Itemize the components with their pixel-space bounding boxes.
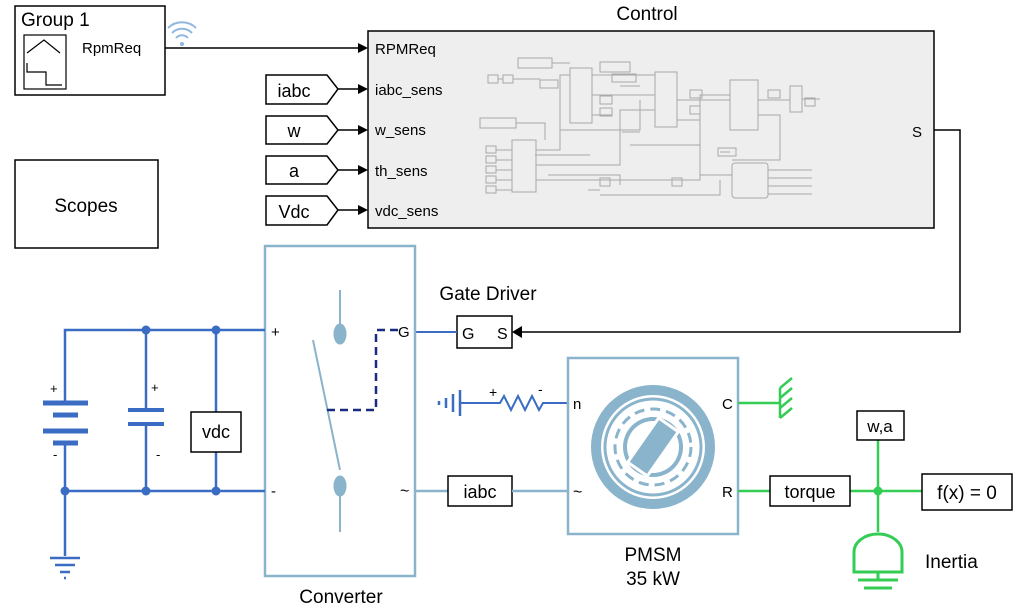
from-tag-vdc-label: Vdc [278,202,309,222]
group1-block[interactable]: Group 1 RpmReq [14,5,166,96]
dc-bus-junctions [60,325,221,496]
inertia-label: Inertia [925,552,978,573]
a-arrow [358,165,368,175]
capacitor-plus: + [151,380,159,395]
dc-bus-wiring [63,328,265,556]
group1-port-label: RpmReq [82,40,141,57]
rpmreq-arrow [358,43,368,53]
from-tag-iabc-label: iabc [277,81,310,101]
scopes-label: Scopes [54,196,117,217]
group1-title: Group 1 [21,10,90,31]
pmsm-port-c: C [722,396,733,413]
resistor-plus: + [489,384,497,400]
switch-icon [312,290,347,532]
control-subsystem-preview [479,57,820,199]
vdc-arrow [358,205,368,215]
converter-gate-label: G [398,324,410,341]
control-title: Control [616,4,677,25]
scopes-block[interactable]: Scopes [14,159,159,249]
dc-source-minus: - [53,447,57,462]
converter-minus: - [271,483,276,500]
dc-source-plus: + [50,381,58,396]
torque-sensor-label: torque [784,482,835,502]
mechanical-wiring [738,440,922,532]
from-tag-iabc[interactable]: iabc [265,74,339,105]
converter-title: Converter [299,587,383,608]
electrical-ground-icon [50,556,80,580]
pmsm-title-line2: 35 kW [626,569,680,590]
solver-configuration-block[interactable]: f(x) = 0 [921,473,1013,511]
vdc-voltage-sensor[interactable]: vdc [190,411,242,453]
converter-block[interactable]: + - G ~ [263,244,417,578]
control-input-rpmreq: RPMReq [375,41,436,58]
s-feedback-arrow [512,326,522,338]
vdc-sensor-label: vdc [202,422,230,442]
resistor-minus: - [538,381,543,397]
motor-icon [591,385,715,509]
mechanical-junction [873,486,883,496]
converter-tilde-label: ~ [400,483,409,500]
gate-driver-title: Gate Driver [439,284,537,305]
control-output-s: S [912,124,922,141]
pmsm-port-tilde: ~ [573,484,582,501]
dc-voltage-source[interactable]: + - [43,381,88,462]
gate-driver-block[interactable]: G S [456,315,513,349]
control-input-w-sens: w_sens [374,122,426,139]
gate-driver-s: S [497,326,508,343]
w-arrow [358,125,368,135]
inertia-block[interactable] [852,532,904,590]
from-tag-w-label: w [287,121,302,141]
pmsm-title-line1: PMSM [625,545,682,566]
wa-sensor-label: w,a [866,417,893,436]
iabc-sensor-label: iabc [463,482,496,502]
from-tag-a-label: a [289,161,300,181]
s-feedback-line [522,129,961,333]
mechanical-reference-icon [738,377,793,419]
capacitor-minus: - [156,447,160,462]
control-input-th-sens: th_sens [375,163,428,180]
iabc-arrow [358,84,368,94]
pmsm-port-r: R [722,484,733,501]
control-input-iabc-sens: iabc_sens [375,82,443,99]
solver-label: f(x) = 0 [937,483,997,504]
signal-builder-icon [23,34,67,90]
from-tag-vdc[interactable]: Vdc [265,195,339,226]
from-tag-a[interactable]: a [265,155,339,185]
control-input-vdc-sens: vdc_sens [375,203,438,220]
dc-link-capacitor[interactable]: + - [128,380,164,462]
from-tag-w[interactable]: w [265,115,339,145]
pmsm-block[interactable]: n ~ C R [566,356,740,536]
gate-driver-g: G [462,326,474,343]
neutral-resistor[interactable]: + - [460,381,568,413]
pmsm-port-n: n [573,396,581,413]
iabc-current-sensor[interactable]: iabc [447,475,513,507]
torque-sensor[interactable]: torque [769,475,851,507]
wa-motion-sensor[interactable]: w,a [856,410,905,441]
control-block[interactable]: RPMReq iabc_sens w_sens th_sens vdc_sens… [367,30,935,229]
converter-plus: + [271,324,280,341]
wireless-icon [167,21,197,46]
neutral-ground-icon [437,390,462,416]
